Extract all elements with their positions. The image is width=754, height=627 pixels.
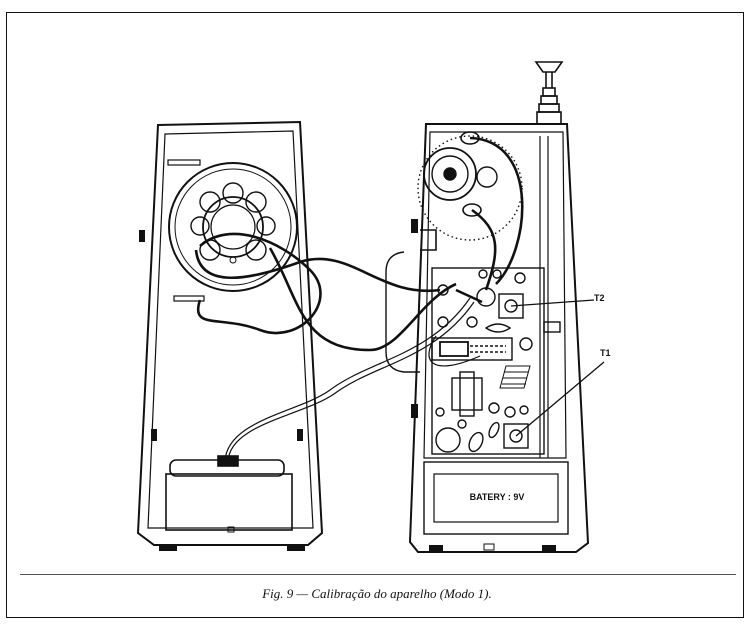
caption-divider [20, 574, 736, 575]
tuning-capacitor [417, 131, 523, 241]
speaker [168, 162, 298, 292]
circuit-board [431, 267, 545, 455]
t2-label: T2 [594, 293, 605, 303]
cable-clip [385, 251, 420, 373]
case-back [136, 120, 324, 551]
t1-label: T1 [600, 348, 611, 358]
receiver-case [408, 123, 590, 553]
callout-lines [510, 299, 605, 437]
wires-light [224, 297, 481, 463]
figure-caption: Fig. 9 — Calibração do aparelho (Modo 1)… [262, 586, 492, 601]
figure-frame [6, 12, 744, 618]
battery-holder [165, 455, 293, 531]
wires-dark [194, 136, 524, 352]
battery-label: BATERY : 9V [470, 492, 525, 502]
antenna [534, 61, 564, 125]
